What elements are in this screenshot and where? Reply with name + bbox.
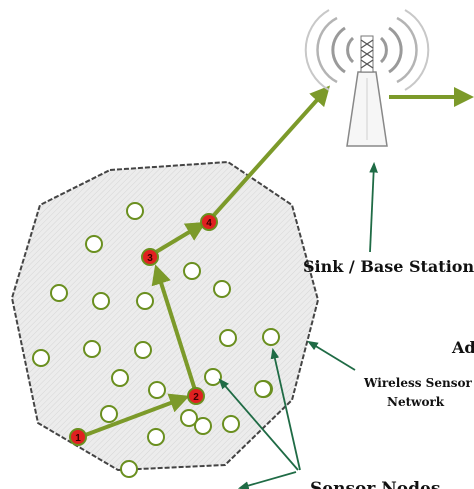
sensor-node-5 — [50, 284, 68, 302]
wsn-label-line1: Wireless Sensor — [363, 376, 472, 390]
sensor-nodes — [32, 202, 280, 478]
sensor-node-2 — [85, 235, 103, 253]
hop-node-2: 2 — [187, 387, 205, 405]
sensor-node-4 — [213, 280, 231, 298]
sensor-node-7 — [136, 292, 154, 310]
hop-node-3: 3 — [141, 248, 159, 266]
sink-label: Sink / Base Station — [303, 257, 474, 276]
sensor-node-13 — [111, 369, 129, 387]
hop-node-1-label: 1 — [75, 433, 81, 444]
sensor-node-17 — [100, 405, 118, 423]
wsn-pointer-arrow — [307, 340, 356, 371]
hop-1-2-arrow — [78, 393, 190, 439]
hop-node-4-label: 4 — [206, 218, 212, 229]
sensor-node-20 — [194, 417, 212, 435]
wsn-label-line2: Network — [387, 395, 445, 409]
hop-node-4: 4 — [200, 213, 218, 231]
pointer-arrows — [218, 161, 378, 489]
node-pointer-arrow-c — [237, 471, 297, 489]
signal-waves-icon — [304, 9, 430, 91]
sensor-node-18 — [147, 428, 165, 446]
sink-pointer-arrow — [369, 161, 378, 253]
sensor-node-11 — [83, 340, 101, 358]
sensor-node-9 — [262, 328, 280, 346]
sensor-node-10 — [32, 349, 50, 367]
network-region — [10, 160, 320, 472]
sensor-node-22 — [120, 460, 138, 478]
hop-4-sink-arrow — [212, 85, 331, 217]
hop-3-4-arrow — [154, 221, 207, 254]
hop-node-2-label: 2 — [193, 392, 199, 403]
sensor-node-21 — [222, 415, 240, 433]
sensor-node-3 — [183, 262, 201, 280]
node-pointer-arrow-b — [270, 347, 301, 471]
partial-label: Ad — [451, 338, 474, 357]
sensor-nodes-label: Sensor Nodes — [310, 479, 440, 489]
sensor-node-23 — [254, 380, 272, 398]
sensor-node-14 — [148, 381, 166, 399]
node-pointer-arrow-a — [218, 378, 299, 471]
sensor-node-8 — [219, 329, 237, 347]
sensor-node-6 — [92, 292, 110, 310]
sensor-node-12 — [134, 341, 152, 359]
antenna-tower-icon — [346, 35, 388, 147]
sensor-node-1 — [126, 202, 144, 220]
routing-path — [78, 85, 331, 439]
hop-node-3-label: 3 — [147, 253, 153, 264]
hop-node-1: 1 — [69, 428, 87, 446]
sensor-node-15 — [204, 368, 222, 386]
hop-2-3-arrow — [151, 264, 197, 392]
